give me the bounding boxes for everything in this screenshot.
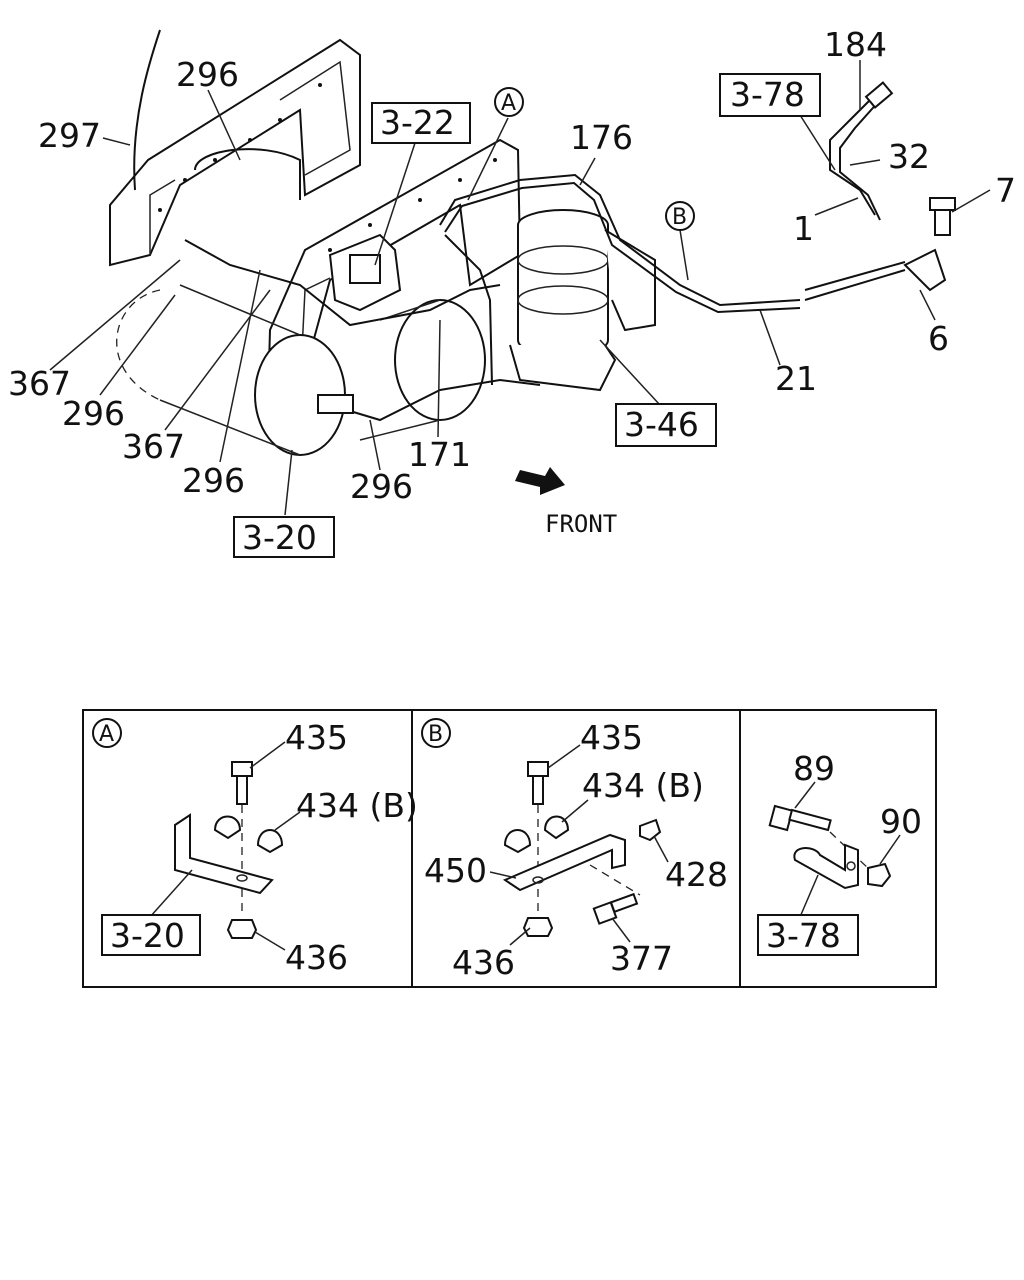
- label-1: 1: [793, 209, 814, 248]
- detail-a-label-3-20: 3-20: [110, 916, 185, 955]
- detail-a-ref-box-3-20: [101, 914, 201, 956]
- detail-a-marker-circle: [92, 718, 122, 748]
- detail-c-label-3-78: 3-78: [766, 916, 841, 955]
- marker-a-label: A: [501, 91, 516, 116]
- label-171: 171: [408, 435, 471, 474]
- detail-a-label-434b: 434 (B): [296, 786, 418, 825]
- label-21: 21: [775, 359, 817, 398]
- label-32: 32: [888, 137, 930, 176]
- detail-c-label-89: 89: [793, 749, 835, 788]
- detail-b-label-435: 435: [580, 718, 643, 757]
- main-leader-lines: [49, 60, 991, 516]
- marker-b-circle: [665, 201, 695, 231]
- detail-b-label-377: 377: [610, 939, 673, 978]
- detail-b-marker-circle: [421, 718, 451, 748]
- marker-b-label: B: [672, 205, 687, 230]
- detail-b-label-450: 450: [424, 851, 487, 890]
- label-3-22: 3-22: [380, 103, 455, 142]
- detail-c-label-90: 90: [880, 802, 922, 841]
- label-296-b: 296: [62, 394, 125, 433]
- label-296-d: 296: [350, 467, 413, 506]
- label-6: 6: [928, 319, 949, 358]
- detail-panels-frame: [82, 709, 937, 988]
- label-296-c: 296: [182, 461, 245, 500]
- main-assembly-illustration: [109, 29, 956, 495]
- detail-a-label-436: 436: [285, 938, 348, 977]
- label-184: 184: [824, 25, 887, 64]
- label-296-top: 296: [176, 55, 239, 94]
- label-367-b: 367: [122, 427, 185, 466]
- detail-b: B 435 434 (B) 450 428 436 377: [421, 718, 728, 982]
- ref-box-3-46: [615, 403, 717, 447]
- marker-a-circle: [494, 87, 524, 117]
- front-label: FRONT: [545, 510, 617, 538]
- detail-b-label-428: 428: [665, 855, 728, 894]
- ref-box-3-20: [233, 516, 335, 558]
- detail-c-ref-box-3-78: [757, 914, 859, 956]
- detail-b-label-434b: 434 (B): [582, 766, 704, 805]
- label-3-78-top: 3-78: [730, 75, 805, 114]
- label-176: 176: [570, 118, 633, 157]
- detail-panels: [82, 709, 937, 988]
- detail-a: A 435 434 (B) 3-20 436: [92, 718, 418, 977]
- front-arrow-icon: [515, 467, 565, 495]
- label-3-20: 3-20: [242, 518, 317, 557]
- label-367-a: 367: [8, 364, 71, 403]
- label-3-46: 3-46: [624, 405, 699, 444]
- ref-box-3-22: [371, 102, 471, 144]
- ref-box-3-78-top: [719, 73, 821, 117]
- label-297: 297: [38, 116, 101, 155]
- detail-a-marker-label: A: [99, 722, 114, 747]
- detail-b-label-436: 436: [452, 943, 515, 982]
- detail-a-label-435: 435: [285, 718, 348, 757]
- main-part-labels: 297 296 3-22 A 176 3-78 184 32 7 1 B 6 2…: [8, 25, 1016, 558]
- detail-c: 89 90 3-78: [757, 749, 922, 956]
- label-7: 7: [995, 171, 1016, 210]
- detail-b-marker-label: B: [428, 722, 443, 747]
